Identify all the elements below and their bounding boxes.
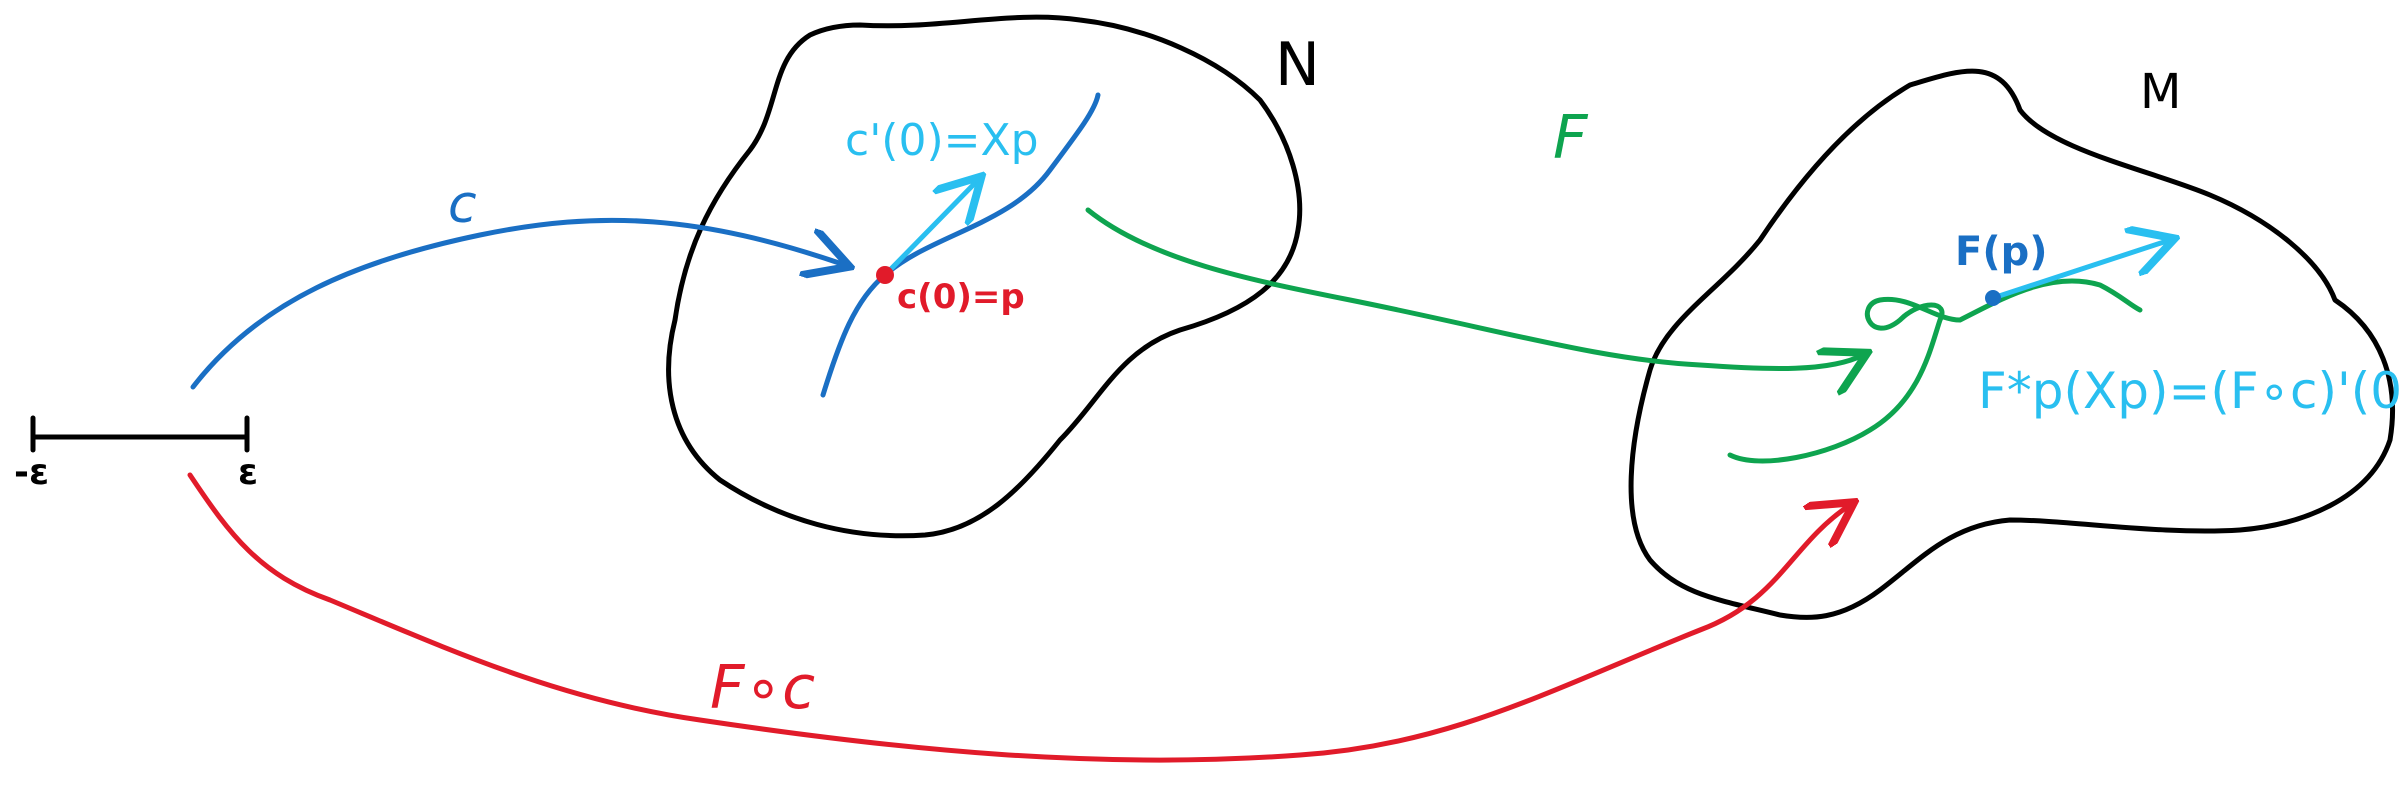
curve-c-arrow: [190, 217, 845, 390]
manifold-m-outline: [1628, 68, 2396, 620]
point-f-p-label: F(p): [1955, 229, 2048, 275]
composite-f-of-c-label: F∘c: [710, 653, 815, 723]
composite-f-of-c-arrow: [187, 472, 1850, 763]
curve-in-n: [820, 92, 1101, 398]
pushforward-vector: [1990, 240, 2170, 301]
map-f-arrow: [1085, 207, 1863, 369]
point-p: [876, 266, 894, 284]
interval-left-label: -ε: [14, 452, 49, 493]
tangent-vector-xp: [885, 180, 978, 275]
curve-c-label: c: [448, 175, 477, 235]
point-p-label: c(0)=p: [897, 277, 1025, 317]
manifold-n-label: N: [1275, 30, 1320, 100]
manifold-m-label: M: [2140, 64, 2181, 120]
interval-right-label: ε: [238, 452, 258, 493]
pushforward-label: F*p(Xp)=(F∘c)'(0): [1978, 362, 2402, 420]
curve-f-of-c-in-m: [1727, 278, 2143, 464]
point-f-p: [1985, 290, 2001, 306]
tangent-vector-label: c'(0)=Xp: [845, 115, 1039, 166]
manifold-n-outline: [666, 14, 1303, 539]
map-f-label: F: [1553, 103, 1589, 173]
